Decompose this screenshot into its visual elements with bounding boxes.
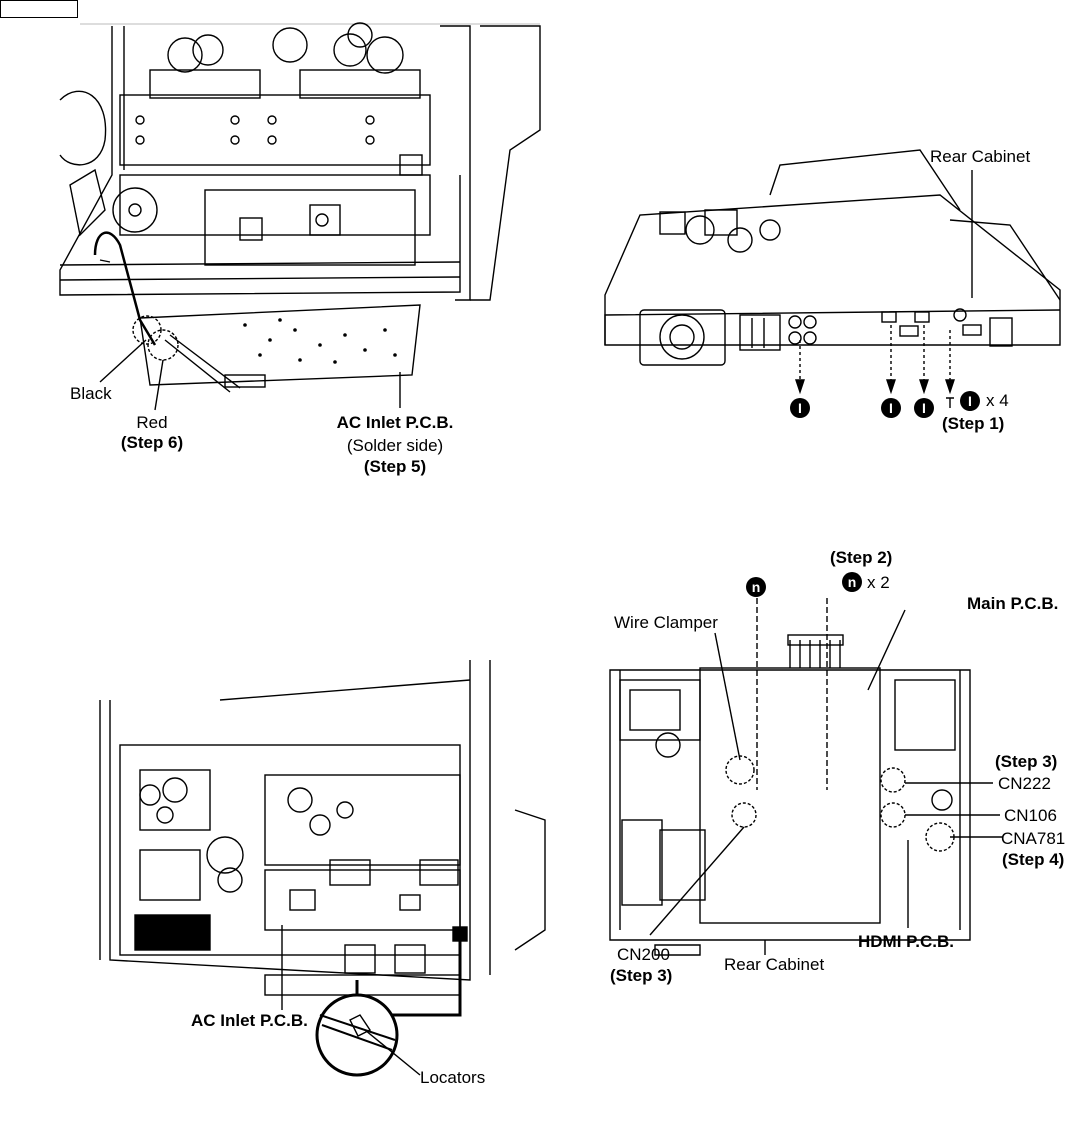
label-cn200: CN200 xyxy=(617,945,670,964)
top-left-chassis-illustration xyxy=(59,22,541,411)
label-black-wire: Black xyxy=(70,384,112,403)
page-corner-box xyxy=(0,0,78,18)
label-cn222: CN222 xyxy=(998,774,1051,793)
label-step3-left: (Step 3) xyxy=(610,966,673,985)
screw-marker-n-legend: n xyxy=(842,572,862,592)
label-wire-clamper: Wire Clamper xyxy=(614,613,718,632)
label-step4: (Step 4) xyxy=(1002,850,1065,869)
label-step2: (Step 2) xyxy=(830,548,893,567)
label-main-pcb: Main P.C.B. xyxy=(967,594,1059,613)
label-hdmi-pcb: HDMI P.C.B. xyxy=(858,932,955,951)
screw-marker-2: I xyxy=(881,398,901,418)
screw-marker-n-1: n xyxy=(746,577,766,597)
label-ac-inlet-pcb-bottom: AC Inlet P.C.B. xyxy=(191,1011,308,1030)
label-locators: Locators xyxy=(420,1068,486,1087)
label-rear-cabinet-top: Rear Cabinet xyxy=(930,147,1031,166)
label-cn106: CN106 xyxy=(1004,806,1057,825)
label-step5: (Step 5) xyxy=(363,457,427,476)
label-screw-count-x4: x 4 xyxy=(986,391,1009,410)
label-step1: (Step 1) xyxy=(942,414,1005,433)
bottom-right-chassis-illustration xyxy=(609,598,1003,956)
label-ac-inlet-pcb: AC Inlet P.C.B. xyxy=(336,413,454,432)
label-step6: (Step 6) xyxy=(120,433,184,452)
screw-marker-3: I xyxy=(914,398,934,418)
screw-marker-legend: I xyxy=(960,391,980,411)
label-red-wire: Red xyxy=(136,413,168,432)
label-screw-count-x2: x 2 xyxy=(867,573,890,592)
label-rear-cabinet-bottom: Rear Cabinet xyxy=(724,955,825,974)
top-right-chassis-illustration xyxy=(604,149,1061,408)
label-step3-right: (Step 3) xyxy=(995,752,1058,771)
bottom-left-chassis-illustration xyxy=(99,660,546,1077)
label-solder-side: (Solder side) xyxy=(346,436,444,455)
screw-marker-1: I xyxy=(790,398,810,418)
label-cna781: CNA781 xyxy=(1001,829,1066,848)
